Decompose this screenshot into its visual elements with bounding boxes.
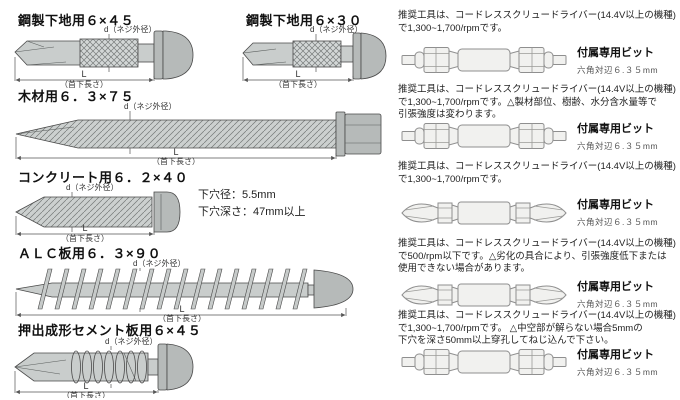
- neck: [307, 284, 315, 296]
- hex-socket-bit-icon: [401, 47, 567, 73]
- tool-note-line: 使用できない場合があります。: [398, 263, 531, 274]
- tool-note-line: で500/rpm以下です。△劣化の具合により、引張強度低下または: [398, 250, 667, 262]
- screw-cement-drawing: d（ネジ外径） L （首下長さ）: [14, 336, 194, 398]
- bit-spec-label: 六角対辺６.３５mm: [577, 65, 659, 75]
- bit-name-label: 付属専用ビット: [577, 123, 654, 135]
- tool-note-4: 推奨工具は、コードレススクリュードライバー(14.4V以上の機種) で500/r…: [398, 238, 676, 276]
- tool-note-line: で1,300~1,700/rpmです。: [398, 22, 508, 34]
- bit-caption-3: 付属専用ビット 六角対辺６.３５mm: [577, 196, 658, 228]
- bit-caption-1: 付属専用ビット 六角対辺６.３５mm: [577, 44, 658, 76]
- pilot-hole-depth-note: 下穴深さ：47mm以上: [198, 206, 306, 218]
- head-flange: [153, 30, 164, 80]
- screw-steel45-drawing: d（ネジ外径） L （首下長さ）: [14, 24, 194, 88]
- d-dimension-label: d（ネジ外径）: [124, 101, 176, 111]
- L-dimension-sub: （首下長さ）: [61, 233, 109, 242]
- bit-caption-2: 付属専用ビット 六角対辺６.３５mm: [577, 120, 658, 152]
- tool-note-line: 推奨工具は、コードレススクリュードライバー(14.4V以上の機種): [398, 84, 676, 95]
- tool-note-2: 推奨工具は、コードレススクリュードライバー(14.4V以上の機種) で1,300…: [398, 84, 676, 122]
- hex-socket-bit-icon: [401, 349, 567, 375]
- screw-alc-drawing: d（ネジ外径） L （首下長さ）: [15, 258, 354, 322]
- head-flange: [352, 32, 362, 80]
- L-dimension-sub: （首下長さ）: [158, 313, 206, 322]
- tool-note-line: で1,300~1,700/rpmです。 △中空部が解らない場合5mmの: [398, 322, 643, 334]
- bit-name-label: 付属専用ビット: [577, 47, 654, 59]
- drill-body: [14, 352, 149, 382]
- screw-wood-title: 木材用６．３×７５: [18, 89, 135, 104]
- L-dimension-label: L: [82, 223, 87, 233]
- shank: [137, 43, 155, 63]
- L-dimension-label: L: [179, 304, 184, 314]
- L-dimension-label: L: [295, 69, 300, 79]
- phillips-bit-icon: [401, 283, 567, 307]
- d-dimension-label: d（ネジ外径）: [104, 24, 156, 34]
- threaded-body: [15, 119, 337, 149]
- L-dimension-sub: （首下長さ）: [274, 79, 322, 88]
- L-dimension-sub: （首下長さ）: [60, 79, 108, 88]
- head-dome: [162, 30, 194, 80]
- tool-note-1: 推奨工具は、コードレススクリュードライバー(14.4V以上の機種) で1,300…: [398, 10, 676, 35]
- bit-spec-label: 六角対辺６.３５mm: [577, 367, 659, 377]
- shank: [340, 45, 354, 63]
- L-dimension-label: L: [173, 147, 178, 157]
- threaded-body: [15, 196, 153, 228]
- head-washer: [335, 111, 346, 157]
- d-dimension-label: d（ネジ外径）: [105, 336, 157, 346]
- phillips-bit-icon: [401, 201, 567, 225]
- tool-note-line: 下穴を深さ50mm以上穿孔してねじ込んで下さい。: [398, 335, 614, 346]
- tool-note-line: 推奨工具は、コードレススクリュードライバー(14.4V以上の機種): [398, 310, 676, 321]
- bit-spec-label: 六角対辺６.３５mm: [577, 217, 659, 227]
- L-dimension-label: L: [83, 381, 88, 391]
- head-hex: [344, 113, 382, 155]
- head-pan: [153, 191, 181, 233]
- tool-note-5: 推奨工具は、コードレススクリュードライバー(14.4V以上の機種) で1,300…: [398, 310, 676, 348]
- bit-name-label: 付属専用ビット: [577, 281, 654, 293]
- tool-note-3: 推奨工具は、コードレススクリュードライバー(14.4V以上の機種) で1,300…: [398, 161, 676, 186]
- screw-steel30-title: 鋼製下地用６×３０: [246, 13, 363, 28]
- drill-point: [242, 42, 296, 66]
- screw-concrete-drawing: d（ネジ外径） L （首下長さ）: [15, 182, 181, 242]
- d-dimension-label: d（ネジ外径）: [310, 24, 362, 34]
- bit-spec-label: 六角対辺６.３５mm: [577, 299, 659, 309]
- hex-socket-bit-icon: [401, 123, 567, 149]
- L-dimension-sub: （首下長さ）: [62, 390, 110, 398]
- head-truss: [313, 269, 354, 309]
- L-dimension-label: L: [81, 69, 86, 79]
- head-dome: [166, 343, 194, 391]
- tool-note-line: で1,300~1,700/rpmです。: [398, 173, 508, 185]
- bit-spec-label: 六角対辺６.３５mm: [577, 141, 659, 151]
- bit-name-label: 付属専用ビット: [577, 199, 654, 211]
- pilot-hole-diameter-note: 下穴径：5.5mm: [198, 189, 276, 201]
- head-dome: [360, 32, 387, 80]
- screw-steel45-title: 鋼製下地用６×４５: [18, 13, 135, 28]
- drill-point: [14, 40, 83, 66]
- tool-note-line: で1,300~1,700/rpmです。△製材部位、樹齢、水分含水量等で: [398, 96, 657, 108]
- thread-section: [292, 40, 342, 68]
- bit-caption-5: 付属専用ビット 六角対辺６.３５mm: [577, 346, 658, 378]
- shank: [147, 358, 159, 376]
- tool-note-line: 推奨工具は、コードレススクリュードライバー(14.4V以上の機種): [398, 161, 676, 172]
- screw-cement-title: 押出成形セメント板用６×４５: [18, 323, 202, 338]
- concrete-pilot-hole-notes: 下穴径：5.5mm 下穴深さ：47mm以上: [198, 187, 306, 221]
- tool-note-line: 推奨工具は、コードレススクリュードライバー(14.4V以上の機種): [398, 10, 676, 21]
- screw-wood-drawing: d（ネジ外径） L （首下長さ）: [15, 101, 382, 165]
- head-flange: [157, 343, 168, 391]
- thread-section: [79, 38, 139, 68]
- screw-alc-title: ＡＬＣ板用６．３×９０: [18, 246, 162, 261]
- tool-note-line: 引張強度は変わります。: [398, 109, 502, 120]
- d-dimension-label: d（ネジ外径）: [66, 182, 118, 192]
- screw-concrete-title: コンクリート用６．２×４０: [18, 170, 189, 185]
- d-dimension-label: d（ネジ外径）: [133, 258, 185, 268]
- bit-name-label: 付属専用ビット: [577, 349, 654, 361]
- bit-caption-4: 付属専用ビット 六角対辺６.３５mm: [577, 278, 658, 310]
- L-dimension-sub: （首下長さ）: [152, 156, 200, 165]
- screw-steel30-drawing: d（ネジ外径） L （首下長さ）: [242, 24, 387, 88]
- tool-note-line: 推奨工具は、コードレススクリュードライバー(14.4V以上の機種): [398, 238, 676, 249]
